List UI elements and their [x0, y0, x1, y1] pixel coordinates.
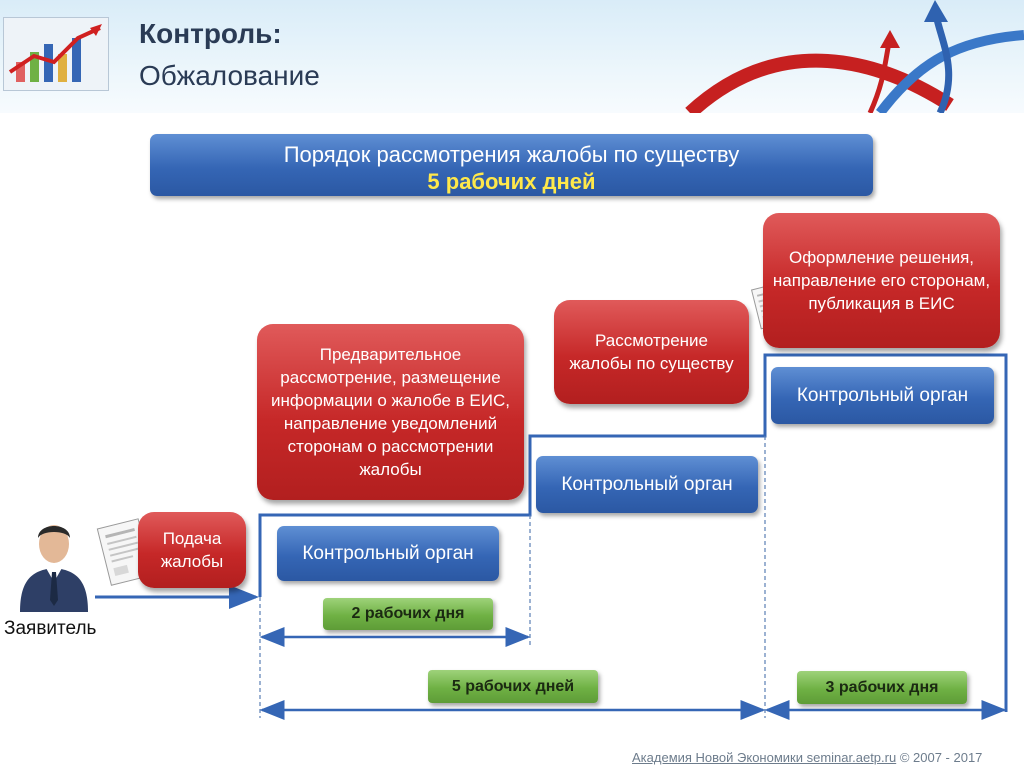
applicant-person-icon [20, 525, 88, 612]
banner-duration: 5 рабочих дней [427, 169, 596, 194]
page-title: Контроль: [139, 18, 282, 49]
stage-label: Предварительное рассмотрение, размещение… [271, 345, 510, 479]
stage-merits-review: Рассмотрение жалобы по существу [554, 300, 749, 404]
duration-2-days: 2 рабочих дня [323, 598, 493, 630]
authority-label: Контрольный орган [302, 542, 474, 564]
banner-title: Порядок рассмотрения жалобы по существу [283, 142, 740, 167]
stage-label: Рассмотрение жалобы по существу [569, 331, 734, 373]
header-band: Контроль: Обжалование [0, 0, 1024, 113]
footer-link[interactable]: Академия Новой Экономики seminar.aetp.ru [632, 750, 897, 765]
chart-logo-icon [3, 17, 109, 91]
header-swoosh-art [685, 0, 1024, 113]
stage-complaint-submission: Подача жалобы [138, 512, 246, 588]
procedure-banner: Порядок рассмотрения жалобы по существу … [150, 134, 873, 196]
duration-5-days: 5 рабочих дней [428, 670, 598, 703]
stage-preliminary-review: Предварительное рассмотрение, размещение… [257, 324, 524, 500]
authority-box-2: Контрольный орган [536, 456, 758, 513]
footer: Академия Новой Экономики seminar.aetp.ru… [632, 750, 982, 765]
authority-box-3: Контрольный орган [771, 367, 994, 424]
stage-label: Подача жалобы [160, 529, 224, 571]
authority-label: Контрольный орган [796, 384, 969, 406]
page-subtitle: Обжалование [139, 60, 320, 91]
duration-3-days: 3 рабочих дня [797, 671, 967, 704]
applicant-label: Заявитель [4, 618, 97, 639]
stage-label: Оформление решения, направление его стор… [772, 248, 991, 313]
footer-copyright: © 2007 - 2017 [896, 750, 983, 765]
authority-label: Контрольный орган [561, 473, 733, 495]
stage-decision-publication: Оформление решения, направление его стор… [763, 213, 1000, 348]
authority-box-1: Контрольный орган [277, 526, 499, 581]
